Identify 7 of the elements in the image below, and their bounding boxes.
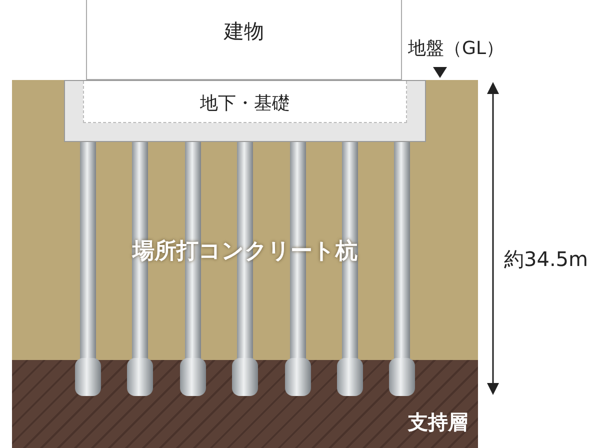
depth-dimension-label: 約34.5m [504,246,588,273]
ground-level-label: 地盤（GL） [408,37,504,60]
building-box [86,0,402,80]
bearing-layer-label: 支持層 [408,409,468,436]
basement-box [64,80,426,142]
building-label: 建物 [222,18,265,45]
basement-label: 地下・基礎 [199,92,291,115]
